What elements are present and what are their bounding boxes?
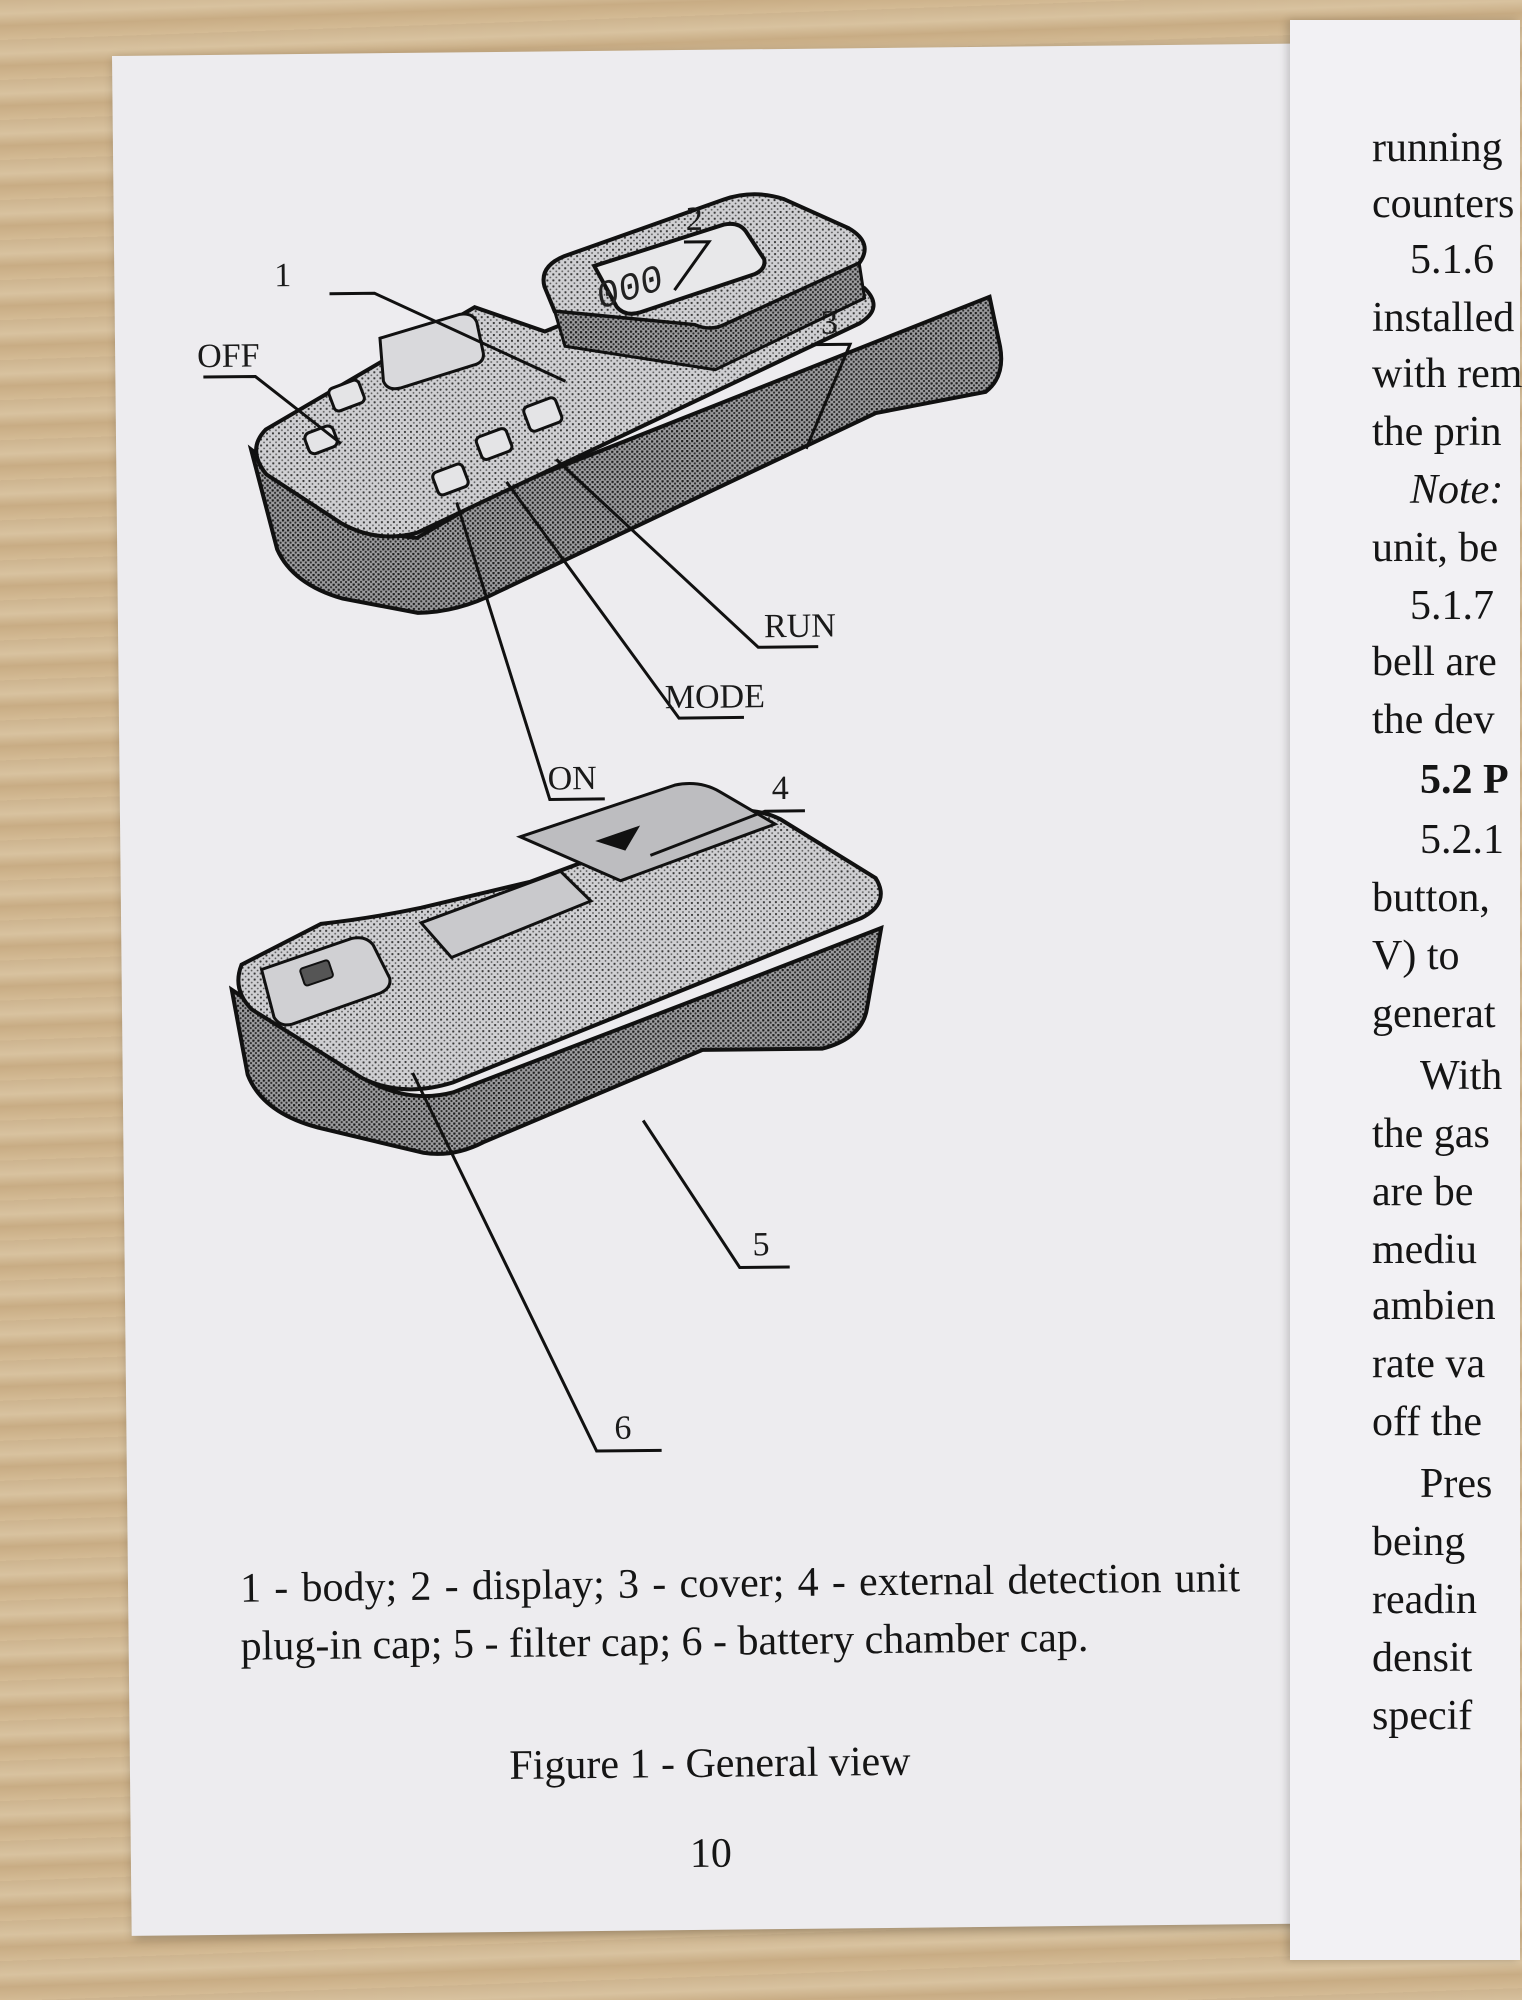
leader-on	[455, 501, 605, 801]
right-page-line: installed	[1372, 295, 1515, 341]
right-page-line: 5.2.1	[1420, 817, 1504, 863]
figure-title: Figure 1 - General view	[509, 1738, 911, 1789]
callout-1: 1	[274, 257, 291, 294]
callout-on: ON	[547, 760, 596, 798]
leader-3	[804, 342, 853, 450]
right-page-line: 5.2 P	[1420, 757, 1509, 803]
leader-run	[555, 458, 819, 649]
run-button[interactable]	[522, 396, 564, 433]
leader-5	[641, 1119, 790, 1270]
right-page-line: rate va	[1372, 1341, 1486, 1387]
right-page-line: Pres	[1420, 1461, 1493, 1507]
right-page-line: generat	[1372, 991, 1496, 1037]
device-rear-view	[228, 782, 884, 1156]
callout-4: 4	[772, 770, 789, 807]
right-page-line: 5.1.6	[1410, 237, 1494, 283]
right-page-line: unit, be	[1372, 525, 1498, 571]
right-page-line: are be	[1372, 1169, 1474, 1215]
leader-mode	[505, 481, 744, 720]
rear-body-side	[228, 924, 884, 1156]
right-page-line: the gas	[1372, 1111, 1490, 1157]
device-front-view: 000	[247, 192, 1004, 615]
callout-6: 6	[614, 1410, 631, 1447]
right-page-line: Note:	[1410, 467, 1504, 513]
rear-body-top	[236, 808, 883, 1092]
right-page-line: counters	[1372, 181, 1515, 227]
leader-4	[649, 809, 805, 857]
display-housing-side	[552, 260, 867, 372]
right-page-line: button,	[1372, 875, 1490, 921]
right-page-line: V) to	[1372, 933, 1460, 979]
right-page-line: running	[1372, 125, 1503, 171]
callout-off: OFF	[197, 337, 260, 375]
figure-caption: 1 - body; 2 - display; 3 - cover; 4 - ex…	[239, 1555, 1241, 1670]
lcd-display	[591, 221, 767, 316]
leader-6	[411, 1072, 662, 1453]
left-page: 000	[112, 43, 1332, 1936]
battery-chamber-cap	[259, 936, 392, 1027]
filter-cap	[418, 869, 594, 960]
callout-2: 2	[686, 201, 703, 238]
page-number: 10	[689, 1830, 733, 1878]
on-button[interactable]	[431, 462, 470, 497]
leader-1	[329, 291, 567, 383]
right-page-line: readin	[1372, 1577, 1477, 1623]
right-page-line: With	[1420, 1053, 1503, 1099]
battery-latch	[299, 959, 334, 987]
right-page-line: the dev	[1372, 697, 1495, 743]
right-page-line: 5.1.7	[1410, 583, 1494, 629]
plug-in-arrow	[595, 825, 641, 851]
device-figure: 000	[197, 192, 1004, 1453]
right-page-line: ambien	[1372, 1283, 1496, 1329]
right-page-line: specif	[1372, 1693, 1473, 1739]
leader-lines	[203, 240, 853, 1453]
callout-3: 3	[821, 304, 838, 341]
leader-2	[673, 240, 712, 291]
right-page-line: being	[1372, 1519, 1466, 1565]
callout-mode: MODE	[665, 678, 765, 716]
right-page-line: with rem	[1372, 351, 1522, 397]
right-page-line: bell are	[1372, 639, 1497, 685]
right-page-line: the prin	[1372, 409, 1502, 455]
right-page: running counters 5.1.6 installed with re…	[1290, 20, 1522, 1960]
callout-5: 5	[752, 1226, 769, 1263]
right-page-line: densit	[1372, 1635, 1473, 1681]
off-button[interactable]	[327, 378, 366, 413]
leader-off	[203, 375, 342, 445]
right-page-line: off the	[1372, 1399, 1483, 1445]
callout-run: RUN	[764, 607, 836, 645]
mode-button[interactable]	[474, 427, 514, 461]
right-page-line: mediu	[1372, 1227, 1477, 1273]
